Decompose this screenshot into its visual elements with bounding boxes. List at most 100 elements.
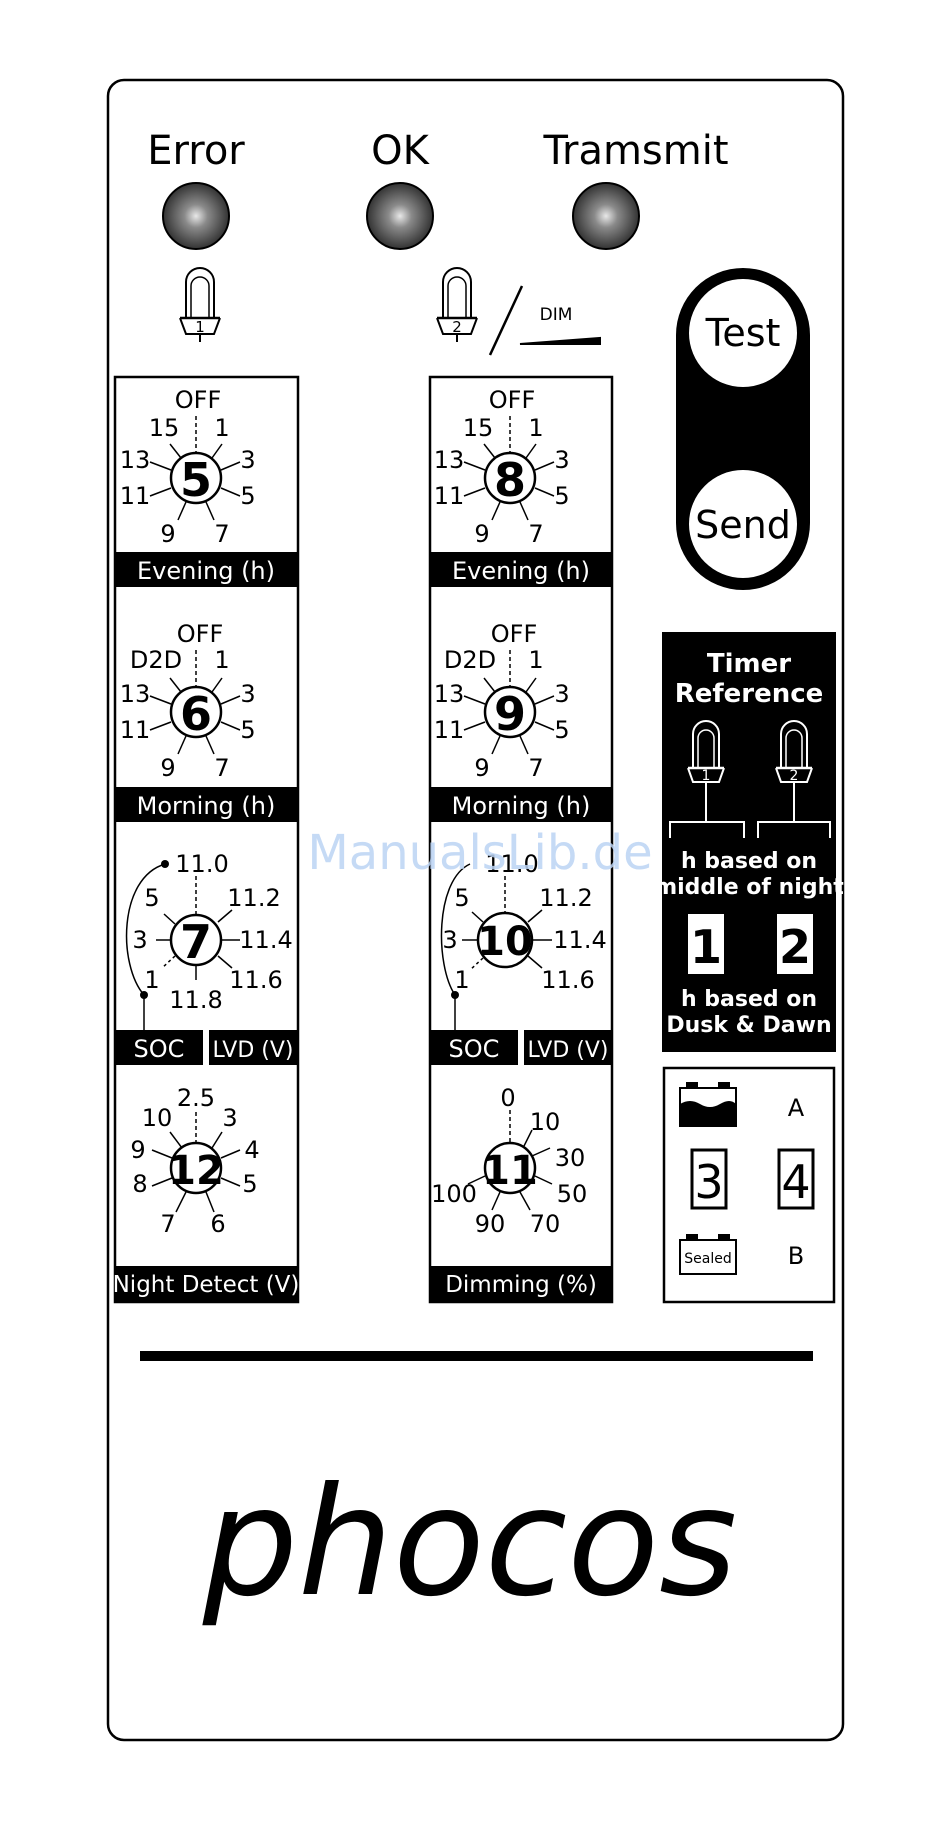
dial-night-label-7: 7 <box>160 1210 175 1238</box>
dial-evening-1-value: 5 <box>180 453 212 507</box>
dial-morning-1-label-13: 13 <box>120 680 151 708</box>
brand-logo: phocos <box>202 1456 737 1630</box>
dial-lvd-2-value: 10 <box>477 919 533 965</box>
dip-switch-1[interactable]: 1 <box>688 914 724 974</box>
led-ok-light <box>366 182 434 250</box>
caption-evening-2-bar <box>430 552 612 587</box>
dial-evening-2[interactable]: 8 OFF 15 1 13 3 11 5 9 7 <box>434 386 570 548</box>
dial-night-label-5: 5 <box>242 1170 257 1198</box>
dial-lvd-1-label-11-8: 11.8 <box>169 986 222 1014</box>
led-transmit-label: Tramsmit <box>542 128 728 174</box>
timer-middle-line2: middle of night <box>654 875 844 900</box>
dip-switch-4-label: 4 <box>781 1155 810 1209</box>
led-error: Error <box>147 128 245 250</box>
dial-night-detect-value: 12 <box>168 1148 224 1194</box>
dial-lvd-1-value: 7 <box>180 915 212 969</box>
caption-evening-1-bar <box>115 552 298 587</box>
dial-evening-1-label-1: 1 <box>214 414 229 442</box>
battery-a-label: A <box>788 1094 805 1122</box>
dial-morning-2-label-11: 11 <box>434 716 465 744</box>
caption-soc-1-bar <box>115 1030 203 1065</box>
dial-lvd-1-label-3: 3 <box>132 926 147 954</box>
test-button[interactable]: Test <box>689 279 797 387</box>
dial-evening-1-label-11: 11 <box>120 482 151 510</box>
dip-switch-4[interactable]: 4 <box>777 1148 815 1210</box>
lamp-2-icon: 2 <box>436 267 478 342</box>
dial-morning-1-label-1: 1 <box>214 646 229 674</box>
test-send-capsule: Test Send <box>676 268 810 590</box>
caption-lvd-2-bar <box>524 1030 612 1065</box>
dial-lvd-2-label-11-0: 11.0 <box>485 850 538 878</box>
dial-morning-1-label-3: 3 <box>240 680 255 708</box>
dial-night-label-8: 8 <box>132 1170 147 1198</box>
dial-evening-2-label-9: 9 <box>474 520 489 548</box>
dial-evening-1-label-9: 9 <box>160 520 175 548</box>
caption-morning-1-bar <box>115 787 298 822</box>
dial-dimming[interactable]: 11 0 10 30 50 100 90 70 <box>431 1084 587 1238</box>
sealed-battery-icon: Sealed <box>679 1234 737 1275</box>
caption-morning-1: Morning (h) <box>137 792 276 820</box>
dial-dimming-label-30: 30 <box>555 1144 586 1172</box>
divider-bar <box>140 1351 813 1361</box>
lamp-2-number: 2 <box>452 318 462 336</box>
caption-dimming-bar <box>430 1266 612 1302</box>
dip-switch-2[interactable]: 2 <box>777 914 813 974</box>
dial-lvd-2-label-11-4: 11.4 <box>553 926 606 954</box>
caption-morning-2: Morning (h) <box>452 792 591 820</box>
led-ok-label: OK <box>371 128 430 174</box>
dial-night-label-6: 6 <box>210 1210 225 1238</box>
send-button-label: Send <box>695 503 791 547</box>
dial-morning-1[interactable]: 6 OFF D2D 1 13 3 11 5 9 7 <box>120 620 256 782</box>
dial-night-detect[interactable]: 12 2.5 10 3 9 4 8 5 7 6 <box>130 1084 259 1238</box>
dial-evening-1-label-7: 7 <box>214 520 229 548</box>
dial-evening-2-label-off: OFF <box>489 386 536 414</box>
caption-evening-1: Evening (h) <box>137 557 275 585</box>
dial-night-label-2-5: 2.5 <box>177 1084 215 1112</box>
dial-dimming-label-50: 50 <box>557 1180 588 1208</box>
timer-bracket-right <box>757 792 831 838</box>
timer-lamp-2-number: 2 <box>790 768 799 784</box>
dial-dimming-label-0: 0 <box>500 1084 515 1112</box>
dial-morning-2-label-7: 7 <box>528 754 543 782</box>
dial-lvd-2[interactable]: 10 11.0 11.2 11.4 11.6 5 3 1 <box>440 850 607 1030</box>
led-transmit: Tramsmit <box>542 128 729 250</box>
caption-night: Night Detect (V) <box>113 1272 300 1298</box>
timer-bracket-left <box>669 792 745 838</box>
dial-evening-2-label-5: 5 <box>554 482 569 510</box>
dial-evening-2-label-15: 15 <box>463 414 494 442</box>
dial-lvd-2-label-1: 1 <box>454 966 469 994</box>
dip-switch-3[interactable]: 3 <box>690 1148 728 1210</box>
dial-night-label-4: 4 <box>244 1136 259 1164</box>
caption-lvd-1: LVD (V) <box>212 1038 293 1063</box>
dial-night-label-10: 10 <box>142 1104 173 1132</box>
dial-lvd-1[interactable]: 7 11.0 11.2 11.4 11.6 11.8 5 3 1 <box>125 850 293 1030</box>
dip-switch-1-label: 1 <box>690 920 722 974</box>
dial-evening-2-label-13: 13 <box>434 446 465 474</box>
sealed-label: Sealed <box>684 1251 731 1267</box>
dial-evening-2-label-11: 11 <box>434 482 465 510</box>
dial-evening-1-label-off: OFF <box>175 386 222 414</box>
dial-dimming-label-10: 10 <box>530 1108 561 1136</box>
dial-morning-2-label-9: 9 <box>474 754 489 782</box>
led-transmit-light <box>572 182 640 250</box>
dial-night-label-9: 9 <box>130 1136 145 1164</box>
send-button[interactable]: Send <box>689 470 797 578</box>
dial-evening-1[interactable]: 5 OFF 15 1 13 3 11 5 9 7 <box>120 386 256 548</box>
led-ok: OK <box>366 128 434 250</box>
led-error-label: Error <box>147 128 245 174</box>
dial-lvd-2-label-3: 3 <box>442 926 457 954</box>
dial-morning-1-label-5: 5 <box>240 716 255 744</box>
dial-lvd-1-label-1: 1 <box>144 966 159 994</box>
caption-evening-2: Evening (h) <box>452 557 590 585</box>
timer-title-line2: Reference <box>675 679 824 709</box>
dial-morning-1-value: 6 <box>180 687 212 741</box>
dial-morning-2[interactable]: 9 OFF D2D 1 13 3 11 5 9 7 <box>434 620 570 782</box>
dial-lvd-1-label-11-4: 11.4 <box>239 926 292 954</box>
caption-soc-2-bar <box>430 1030 518 1065</box>
dial-morning-2-label-off: OFF <box>491 620 538 648</box>
timer-lamp-2-icon: 2 <box>775 720 813 792</box>
dial-dimming-label-70: 70 <box>530 1210 561 1238</box>
dial-morning-1-label-off: OFF <box>177 620 224 648</box>
caption-lvd-2: LVD (V) <box>527 1038 608 1063</box>
dial-evening-1-label-13: 13 <box>120 446 151 474</box>
